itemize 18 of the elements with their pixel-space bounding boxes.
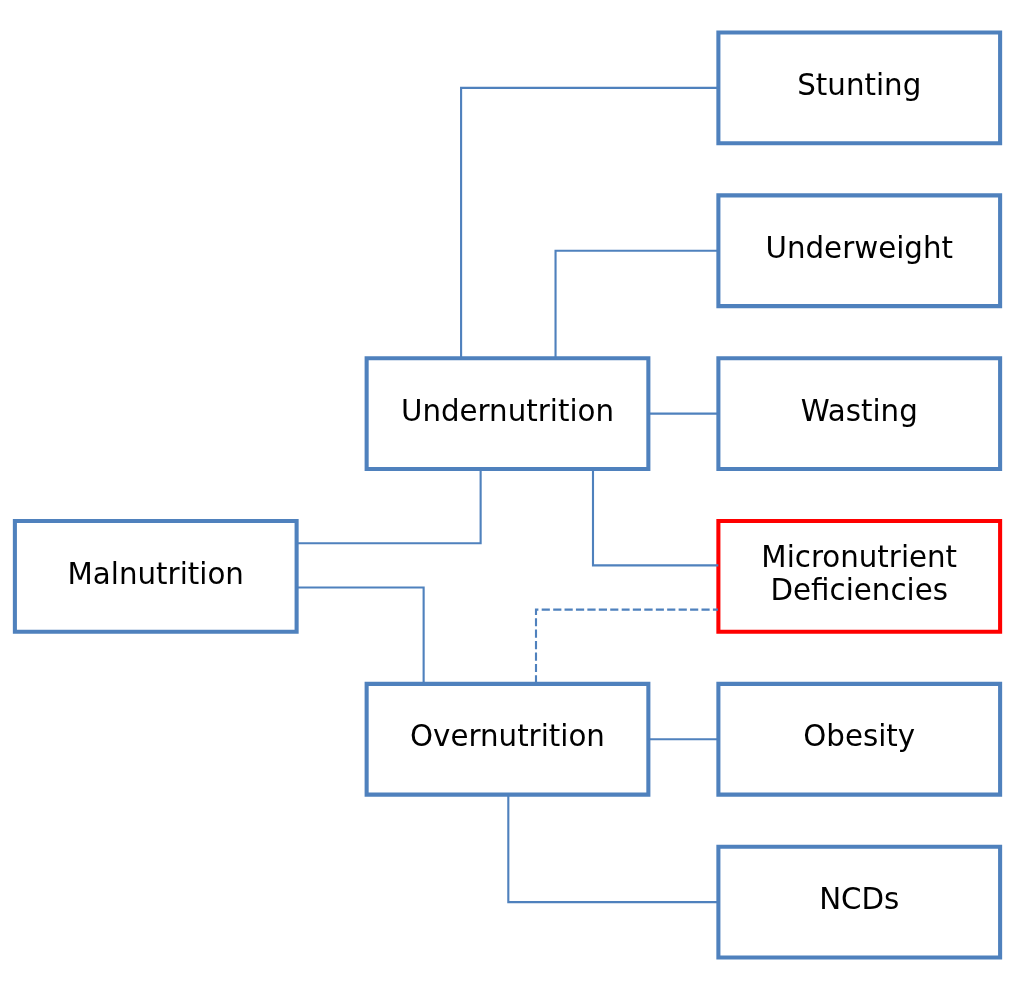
connector: [296, 469, 482, 545]
node-box: Stunting: [716, 30, 1003, 146]
connector: [648, 738, 719, 741]
connector: [296, 586, 425, 684]
node-box: Underweight: [716, 193, 1003, 309]
connector: [648, 412, 719, 415]
connector: [507, 794, 719, 904]
node-box: Undernutrition: [364, 356, 651, 471]
node-box: NCDs: [716, 844, 1003, 960]
connector: [534, 608, 718, 684]
connector: [591, 469, 719, 567]
node-box: Wasting: [716, 356, 1003, 471]
node-box: Obesity: [716, 681, 1003, 797]
node-box: Micronutrient Deficiencies: [716, 519, 1003, 634]
node-box: Malnutrition: [12, 519, 299, 634]
node-box: Overnutrition: [364, 681, 651, 797]
connector: [460, 86, 719, 358]
connector: [554, 249, 719, 358]
